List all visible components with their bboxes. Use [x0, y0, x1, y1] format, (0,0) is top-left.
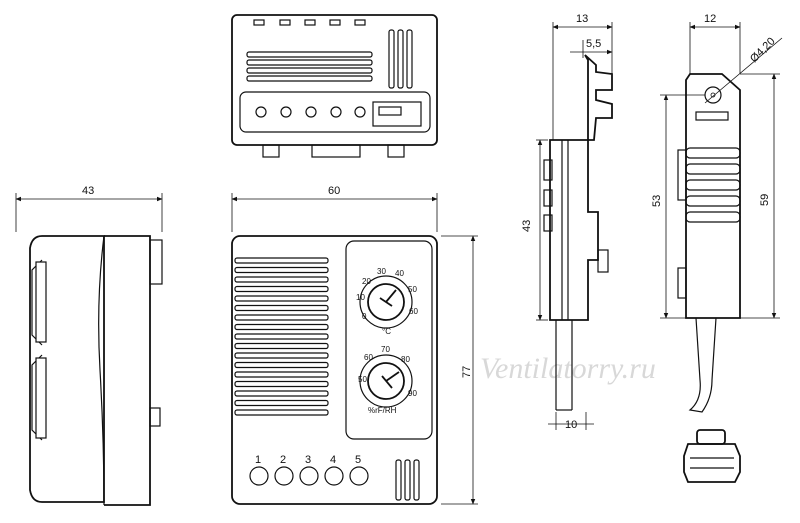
top-view [231, 14, 438, 158]
clip-base-value: 10 [565, 419, 577, 431]
front-ribs [395, 459, 420, 501]
terminal-screws[interactable] [249, 466, 369, 486]
clip-height-value: 43 [521, 220, 533, 232]
humidity-dial-scale: 50 60 70 80 90 %rF/RH [358, 345, 417, 415]
humidity-dial[interactable] [359, 354, 413, 408]
grill-slot [234, 352, 329, 359]
temperature-dial-scale: 0 10 20 30 40 50 60 °C [356, 267, 418, 336]
top-view-vents [246, 51, 373, 82]
temp-scale-0: 0 [362, 312, 367, 321]
front-grill [234, 257, 329, 416]
clip-side-view: 13 5,5 43 10 [521, 13, 613, 431]
grill-slot [234, 304, 329, 312]
temp-scale-50: 50 [408, 285, 417, 294]
plug-detail [683, 429, 741, 483]
grill-slot [234, 380, 329, 388]
grill-slot [234, 295, 329, 302]
grill-slot [234, 371, 329, 378]
top-view-terminal-holes [255, 106, 366, 118]
temperature-dial[interactable] [359, 275, 413, 329]
terminal-label-3: 3 [305, 454, 311, 466]
hum-scale-80: 80 [401, 355, 410, 364]
rear-inner-height-value: 53 [651, 195, 663, 207]
terminal-row: 1 2 3 4 5 [255, 454, 361, 466]
terminal-label-2: 2 [280, 454, 286, 466]
grill-slot [234, 314, 329, 321]
clip-offset-value: 5,5 [586, 38, 601, 50]
rear-vents [685, 147, 741, 223]
clip-width-value: 13 [576, 13, 588, 25]
front-height-value: 77 [461, 366, 473, 378]
temp-unit: °C [382, 327, 391, 336]
grill-slot [234, 390, 329, 397]
terminal-label-1: 1 [255, 454, 261, 466]
temp-scale-10: 10 [356, 293, 365, 302]
side-view: 43 [15, 185, 163, 506]
front-width-dimension: 60 [231, 185, 438, 232]
grill-slot [234, 333, 329, 340]
front-view: 0 10 20 30 40 50 60 °C 50 60 70 80 90 %r… [231, 185, 478, 505]
hum-scale-70: 70 [381, 345, 390, 354]
hum-unit: %rF/RH [368, 406, 397, 415]
grill-slot [234, 342, 329, 350]
terminal-label-5: 5 [355, 454, 361, 466]
grill-slot [234, 266, 329, 274]
rear-view: 12 Ø4,20 53 59 [651, 13, 783, 413]
hum-scale-60: 60 [364, 353, 373, 362]
temp-scale-30: 30 [377, 267, 386, 276]
hum-scale-90: 90 [408, 389, 417, 398]
grill-slot [234, 361, 329, 369]
rear-outer-height-value: 59 [759, 194, 771, 206]
top-view-bumps [253, 19, 366, 26]
terminal-label-4: 4 [330, 454, 336, 466]
grill-slot [234, 285, 329, 293]
front-width-value: 60 [328, 185, 340, 197]
watermark-text: Ventilatorry.ru [480, 352, 656, 385]
temp-scale-20: 20 [362, 277, 371, 286]
grill-slot [234, 399, 329, 407]
grill-slot [234, 276, 329, 283]
top-view-ribs [388, 29, 413, 89]
hum-scale-50: 50 [358, 375, 367, 384]
rear-hole-value: Ø4,20 [748, 35, 778, 65]
grill-slot [234, 409, 329, 416]
grill-slot [234, 323, 329, 331]
grill-slot [234, 257, 329, 264]
temp-scale-60: 60 [409, 307, 418, 316]
side-depth-value: 43 [82, 185, 94, 197]
rear-width-value: 12 [704, 13, 716, 25]
temp-scale-40: 40 [395, 269, 404, 278]
front-height-dimension: 77 [441, 235, 478, 505]
